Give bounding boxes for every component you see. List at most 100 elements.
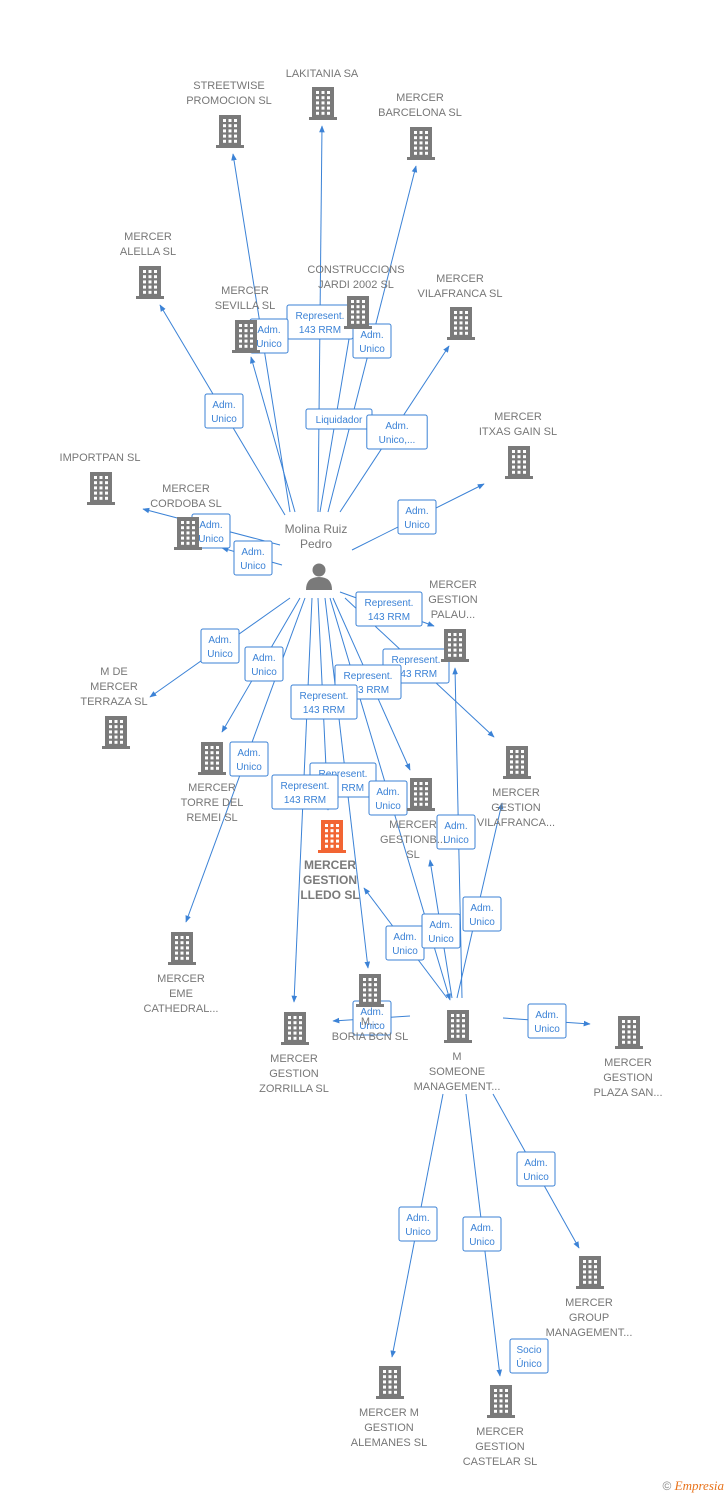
edge-label-text: Represent.	[344, 671, 393, 682]
edge-label-text: Unico	[469, 1237, 495, 1248]
edge-label-someone-lledo[interactable]: Adm.Unico	[385, 925, 425, 961]
building-icon[interactable]	[344, 296, 372, 329]
edge-label-person-zorrilla[interactable]: Represent.143 RRM	[271, 774, 339, 810]
node-label: SEVILLA SL	[215, 300, 276, 312]
edge-label-person-cathedral[interactable]: Adm.Unico	[229, 741, 269, 777]
node-cathedral[interactable]: MERCEREMECATHEDRAL...	[144, 932, 219, 1015]
edge-label-someone-plaza[interactable]: Adm.Unico	[527, 1003, 567, 1039]
node-label: MANAGEMENT...	[546, 1327, 633, 1339]
building-icon[interactable]	[168, 932, 196, 965]
edge-label-someone-gvilafranca[interactable]: Adm.Unico	[462, 896, 502, 932]
building-icon[interactable]	[198, 742, 226, 775]
node-label: GESTIONB...	[380, 834, 446, 846]
building-icon[interactable]	[136, 266, 164, 299]
edge-label-person-alella[interactable]: Adm.Unico	[204, 393, 244, 429]
edge-label-someone-zorrilla[interactable]: Adm.Unico	[352, 1000, 392, 1036]
node-label: GESTION	[269, 1068, 319, 1080]
building-icon[interactable]	[216, 115, 244, 148]
building-icon[interactable]	[444, 1010, 472, 1043]
node-label: EME	[169, 988, 193, 1000]
node-boria[interactable]: M...BORIA BCN SL	[332, 974, 408, 1043]
edge-label-person-remei[interactable]: Adm.Unico	[244, 646, 284, 682]
edge-label-text: Adm.	[257, 325, 280, 336]
building-icon[interactable]	[576, 1256, 604, 1289]
edge-label-person-vilafranca[interactable]: Adm.Unico,...	[366, 414, 428, 450]
edge-label-person-jardi[interactable]: Liquidador	[305, 408, 373, 430]
node-label: TORRE DEL	[181, 797, 244, 809]
building-icon[interactable]	[407, 127, 435, 160]
node-group[interactable]: MERCERGROUPMANAGEMENT...	[546, 1256, 633, 1339]
building-icon[interactable]	[318, 820, 346, 853]
node-label: JARDI 2002 SL	[318, 279, 394, 291]
building-icon[interactable]	[503, 746, 531, 779]
edge-label-person-itxas[interactable]: Adm.Unico	[397, 499, 437, 535]
building-icon[interactable]	[102, 716, 130, 749]
building-icon[interactable]	[309, 87, 337, 120]
node-sevilla[interactable]: MERCER SEVILLA SL	[215, 285, 276, 353]
building-icon[interactable]	[447, 307, 475, 340]
node-lakitania[interactable]: LAKITANIA SA	[286, 68, 359, 120]
edge-label-someone-palau[interactable]: Adm.Unico	[436, 814, 476, 850]
node-label: MERCER	[604, 1057, 652, 1069]
building-icon[interactable]	[615, 1016, 643, 1049]
node-label: LLEDO SL	[300, 888, 359, 902]
node-label: TERRAZA SL	[80, 696, 147, 708]
edge-label-someone-alemanes[interactable]: Adm.Unico	[398, 1206, 438, 1242]
node-gvilafranca[interactable]: MERCERGESTIONVILAFRANCA...	[477, 746, 555, 829]
edge-person-sevilla	[250, 356, 296, 513]
edge-label-text: Unico	[428, 934, 454, 945]
node-label: MERCER	[221, 285, 269, 297]
edge-label-person-cordoba[interactable]: Adm.Unico	[233, 540, 273, 576]
edge-label-person-someone[interactable]: Adm.Unico	[368, 780, 408, 816]
building-icon[interactable]	[356, 974, 384, 1007]
edge-label-text: Unico	[359, 1021, 385, 1032]
edge-label-someone-castelar[interactable]: Adm.Unico	[462, 1216, 502, 1252]
edge-label-someone-gestionb[interactable]: Adm.Unico	[421, 913, 461, 949]
building-icon[interactable]	[174, 517, 202, 550]
building-icon[interactable]	[505, 446, 533, 479]
node-label: BARCELONA SL	[378, 107, 462, 119]
building-icon[interactable]	[87, 472, 115, 505]
node-someone[interactable]: MSOMEONEMANAGEMENT...	[414, 1010, 501, 1093]
node-label: CORDOBA SL	[150, 498, 222, 510]
node-palau[interactable]: MERCERGESTIONPALAU...	[428, 579, 478, 662]
brand-logo[interactable]: Empresia	[674, 1478, 724, 1493]
edge-label-person-lledo[interactable]: Represent.143 RRM	[290, 684, 358, 720]
edge-label-text: Adm.	[406, 1213, 429, 1224]
node-label: LAKITANIA SA	[286, 68, 359, 80]
edge-label-person-lakitania[interactable]: Represent.143 RRM	[286, 304, 354, 340]
building-icon[interactable]	[407, 778, 435, 811]
building-icon[interactable]	[376, 1366, 404, 1399]
building-icon[interactable]	[281, 1012, 309, 1045]
node-importpan[interactable]: IMPORTPAN SL	[60, 452, 141, 505]
edge-label-person-terraza[interactable]: Adm.Unico	[200, 628, 240, 664]
edge-label-text: Adm.	[385, 421, 408, 432]
building-icon[interactable]	[487, 1385, 515, 1418]
building-icon[interactable]	[441, 629, 469, 662]
node-label: MERCER	[270, 1053, 318, 1065]
edge-label-text: Represent.	[296, 311, 345, 322]
edge-label-person-sevilla[interactable]: Adm.Unico	[249, 318, 289, 354]
edge-label-someone-group[interactable]: Adm.Unico	[516, 1151, 556, 1187]
edge-label-person-palau[interactable]: Represent.143 RRM	[355, 591, 423, 627]
building-icon[interactable]	[232, 320, 260, 353]
node-label: SOMEONE	[429, 1066, 485, 1078]
edge-label-person-barcelona[interactable]: Adm.Unico	[352, 323, 392, 359]
